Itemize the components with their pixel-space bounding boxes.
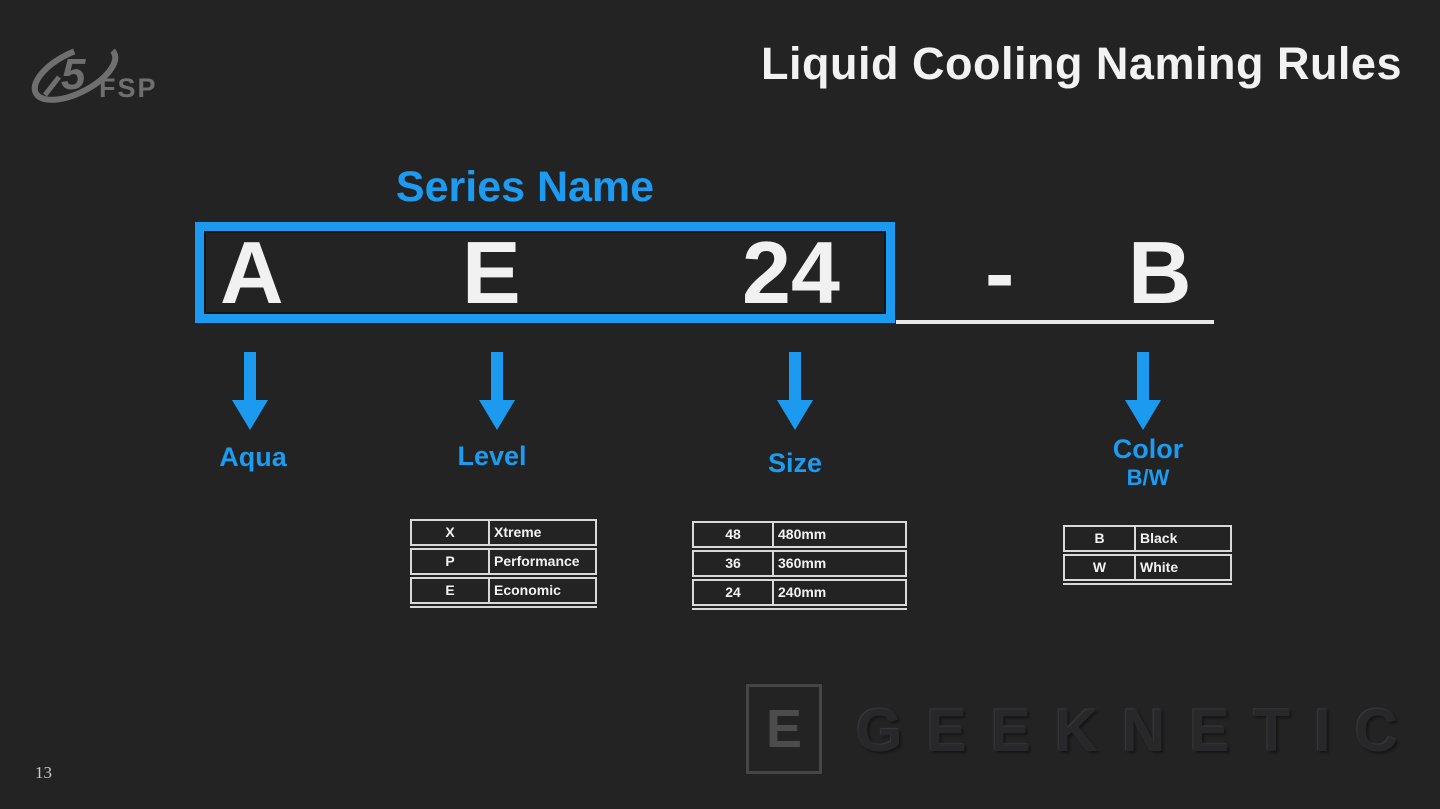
table-cell-key: B bbox=[1065, 527, 1136, 550]
table-row: X Xtreme bbox=[410, 519, 597, 546]
table-cell-key: X bbox=[412, 521, 490, 544]
suffix-color-letter: B bbox=[1128, 223, 1192, 322]
table-cell-value: Black bbox=[1140, 530, 1178, 546]
segment-level-letter: E bbox=[462, 223, 521, 322]
table-cell-value: 360mm bbox=[778, 555, 827, 571]
table-cell-key: 36 bbox=[694, 552, 774, 575]
table-cell-value: 480mm bbox=[778, 526, 827, 542]
table-cell-value: 240mm bbox=[778, 584, 827, 600]
segment-size-number: 24 bbox=[742, 223, 840, 322]
table-row: P Performance bbox=[410, 548, 597, 575]
table-cell-key: P bbox=[412, 550, 490, 573]
label-level: Level bbox=[457, 441, 527, 471]
fsp-logo-swoosh bbox=[31, 43, 119, 103]
geeknetic-logo-letter: E bbox=[765, 699, 803, 759]
table-cell-key: 24 bbox=[694, 581, 774, 604]
size-legend-table: 48 480mm 36 360mm 24 240mm bbox=[692, 521, 907, 610]
segment-aqua-letter: A bbox=[220, 223, 284, 322]
table-underline bbox=[1063, 583, 1232, 585]
down-arrow-icon bbox=[232, 352, 268, 430]
table-row: B Black bbox=[1063, 525, 1232, 552]
table-cell-value: Performance bbox=[494, 553, 580, 569]
table-row: W White bbox=[1063, 554, 1232, 581]
geeknetic-watermark-text: GEEKNETIC bbox=[856, 697, 1423, 764]
table-cell-key: E bbox=[412, 579, 490, 602]
label-color-bw: B/W bbox=[1126, 465, 1170, 490]
down-arrow-icon bbox=[1125, 352, 1161, 430]
table-underline bbox=[692, 608, 907, 610]
suffix-underline bbox=[896, 320, 1214, 324]
down-arrow-icon bbox=[777, 352, 813, 430]
table-row: 48 480mm bbox=[692, 521, 907, 548]
fsp-logo-text: FSP bbox=[99, 73, 158, 103]
table-row: E Economic bbox=[410, 577, 597, 604]
page-title: Liquid Cooling Naming Rules bbox=[761, 38, 1402, 89]
label-size: Size bbox=[767, 448, 823, 478]
table-underline bbox=[410, 606, 597, 608]
table-cell-value: Economic bbox=[494, 582, 561, 598]
table-cell-key: 48 bbox=[694, 523, 774, 546]
page-number: 13 bbox=[35, 763, 52, 782]
series-name-label: Series Name bbox=[395, 163, 655, 211]
series-name-box: A E 24 bbox=[195, 222, 895, 323]
table-cell-key: W bbox=[1065, 556, 1136, 579]
fsp-logo: 5 FSP bbox=[31, 43, 158, 103]
geeknetic-logo-icon: E bbox=[746, 684, 822, 774]
color-legend-table: B Black W White bbox=[1063, 525, 1232, 585]
table-row: 24 240mm bbox=[692, 579, 907, 606]
separator-dash: - bbox=[985, 223, 1015, 322]
level-legend-table: X Xtreme P Performance E Economic bbox=[410, 519, 597, 608]
table-cell-value: Xtreme bbox=[494, 524, 542, 540]
label-aqua: Aqua bbox=[219, 442, 287, 472]
fsp-logo-glyph: 5 bbox=[61, 50, 86, 99]
table-cell-value: White bbox=[1140, 559, 1179, 575]
table-row: 36 360mm bbox=[692, 550, 907, 577]
down-arrow-icon bbox=[479, 352, 515, 430]
label-color: Color bbox=[1112, 434, 1184, 464]
